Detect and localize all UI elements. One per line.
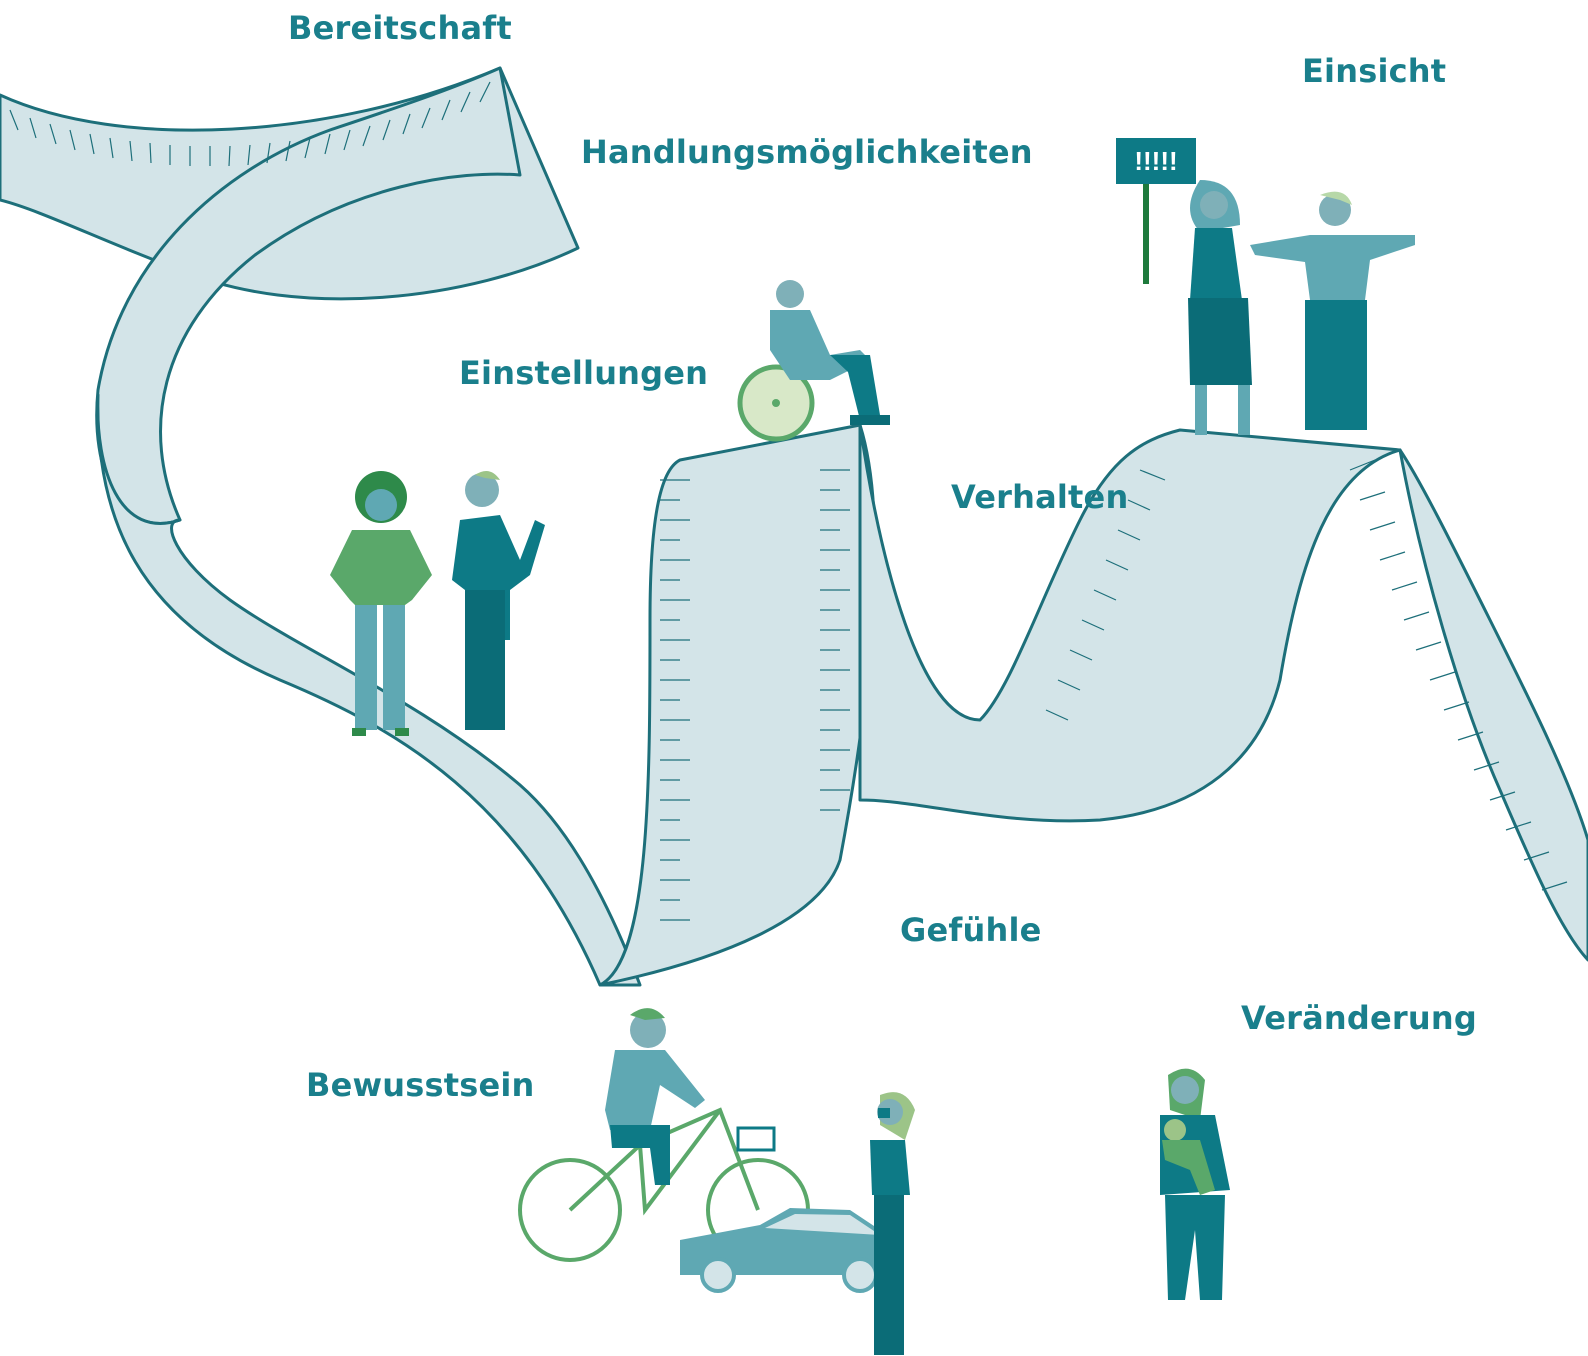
person-icon-bearded-man: [452, 471, 545, 730]
person-icon-cyclist: [605, 1008, 705, 1185]
person-icon-woman-with-baby: [1160, 1068, 1230, 1300]
person-icon-woman-sign: [1188, 180, 1252, 435]
label-bereitschaft: Bereitschaft: [288, 9, 512, 47]
label-handlungsmoeglichkeiten: Handlungsmöglichkeiten: [581, 133, 1033, 171]
person-icon-afro-woman: [330, 471, 432, 736]
baby-icon: [1162, 1119, 1215, 1195]
label-veraenderung: Veränderung: [1241, 999, 1477, 1037]
label-gefuehle: Gefühle: [900, 911, 1042, 949]
person-icon-shrugging-man: [1250, 191, 1415, 430]
label-einsicht: Einsicht: [1302, 52, 1447, 90]
label-einstellungen: Einstellungen: [459, 354, 709, 392]
tape-tick-marks: [9, 81, 1568, 921]
sign-text: !!!!!: [1134, 146, 1177, 176]
protest-sign-icon: !!!!!: [1116, 138, 1196, 284]
wheelchair-icon: [737, 280, 890, 442]
label-verhalten: Verhalten: [951, 478, 1129, 516]
car-icon: [680, 1208, 895, 1293]
label-bewusstsein: Bewusstsein: [306, 1066, 535, 1104]
person-icon-masked-woman: [870, 1092, 915, 1355]
